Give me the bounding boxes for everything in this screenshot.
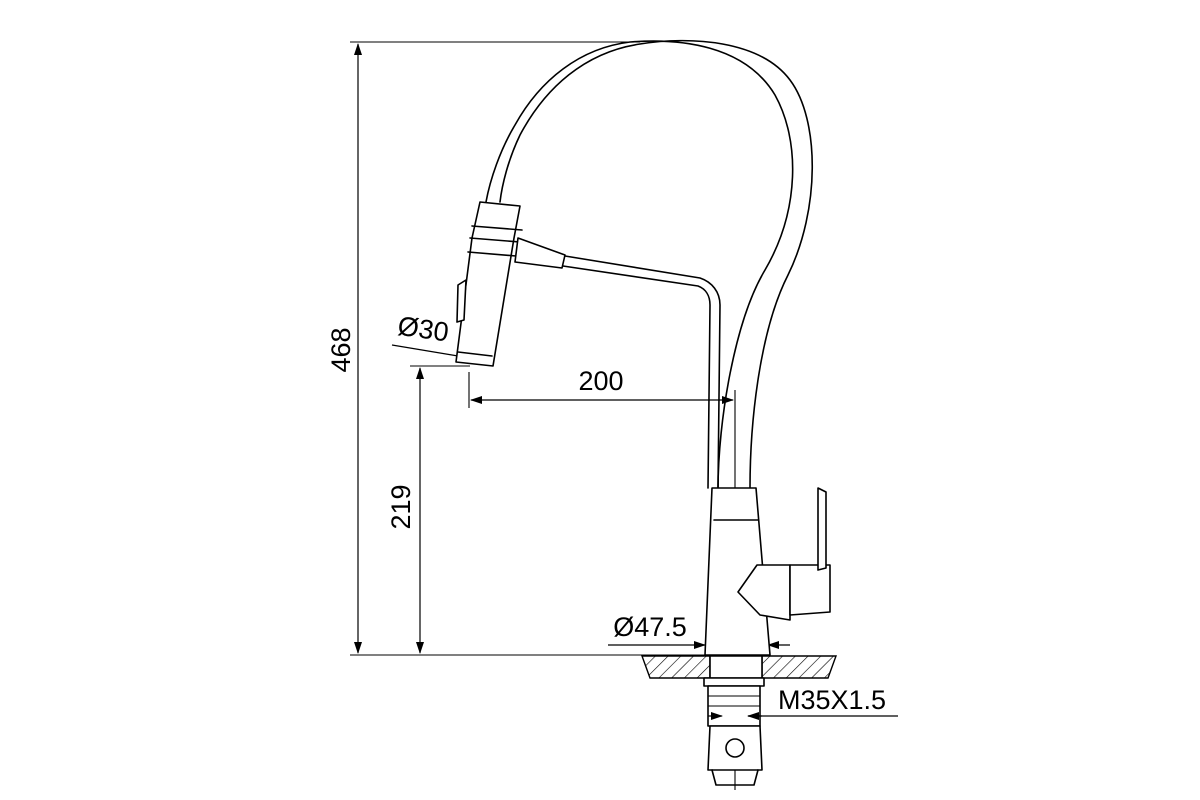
inlet-fitting-bottom [711, 769, 759, 786]
spout-height-label: 219 [386, 484, 416, 529]
dimension-thread: M35X1.5 [708, 685, 898, 720]
counter-top-right [761, 655, 837, 679]
inlet-hole [725, 738, 745, 758]
counter-top-left [641, 655, 711, 679]
washer [703, 677, 765, 687]
hose-outer [485, 40, 794, 491]
hose-inner [499, 39, 813, 489]
faucet-body [455, 39, 837, 786]
dimension-spray-head: Ø30 [391, 311, 471, 361]
base-diameter-label: Ø47.5 [613, 612, 687, 642]
spray-face [457, 351, 493, 357]
faucet-column [704, 487, 771, 656]
inner-pipe [564, 255, 721, 489]
inlet-fitting [707, 725, 763, 771]
lever-hub [737, 564, 791, 621]
dimension-reach: 200 [468, 366, 736, 790]
lever-cap [789, 564, 831, 616]
thread-label: M35X1.5 [778, 685, 886, 715]
spray-head-ring-3 [467, 251, 517, 257]
dimension-total-height: 468 [326, 41, 720, 656]
spray-head-diameter-label: Ø30 [396, 311, 451, 348]
total-height-label: 468 [326, 327, 356, 372]
hose-connector [514, 237, 566, 269]
shank-nut [709, 655, 763, 679]
lever-handle [817, 487, 827, 571]
inner-pipe-2 [562, 265, 711, 489]
spray-button [456, 279, 467, 323]
dimension-base-diameter: Ø47.5 [608, 612, 790, 649]
spray-head-ring-2 [469, 237, 521, 243]
spray-head-ring-1 [471, 225, 523, 231]
dimension-spout-height: 219 [386, 365, 470, 654]
reach-label: 200 [578, 366, 623, 396]
